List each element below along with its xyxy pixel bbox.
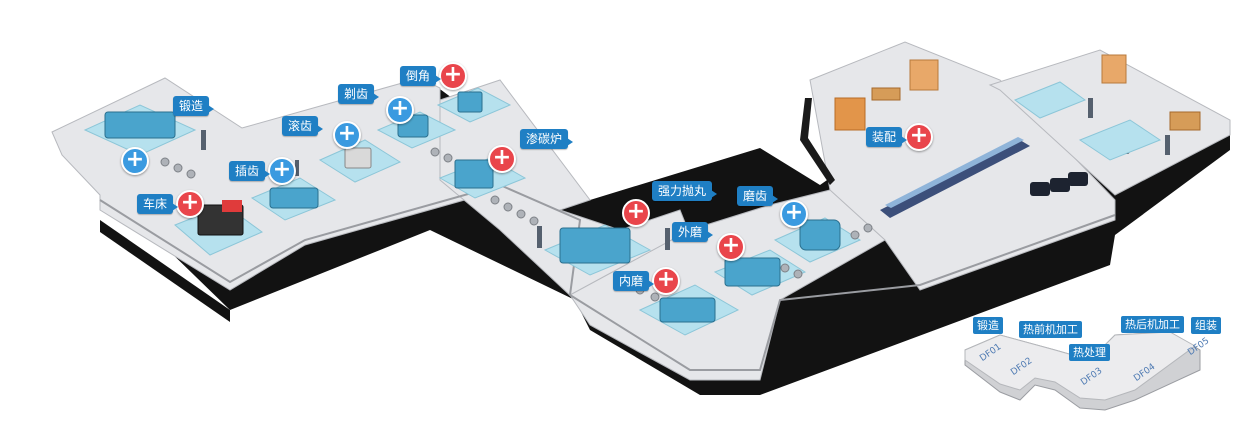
station-shot-peening[interactable]: 强力抛丸 (652, 181, 718, 201)
machine-hobbing (344, 147, 372, 169)
pallet (871, 87, 901, 101)
station-gear-shaping[interactable]: 插齿 + (229, 157, 297, 185)
conveyor-roller (780, 263, 790, 273)
station-carburizing[interactable]: 渗碳炉 (520, 129, 574, 149)
station-label: 强力抛丸 (652, 181, 718, 201)
assembly-conveyor-top (885, 137, 1024, 208)
assembly-platform (1013, 81, 1087, 119)
station-label: 锻造 (173, 96, 215, 116)
conveyor-roller (650, 292, 660, 302)
worker (665, 228, 670, 250)
station-forging[interactable]: 锻造 (173, 96, 215, 116)
gear-part (1050, 178, 1070, 192)
conveyor-roller (173, 163, 183, 173)
station-shaving[interactable]: 剃齿 (338, 84, 380, 104)
machine-gear-shaping (269, 187, 319, 209)
conveyor-roller (863, 223, 873, 233)
machine-gear-grinding (799, 219, 841, 251)
assembly-platform (1078, 119, 1162, 161)
station-label: 滚齿 (282, 116, 324, 136)
station-label: 外磨 (672, 222, 714, 242)
station-label: 渗碳炉 (520, 129, 574, 149)
machine-lathe-top (222, 200, 242, 212)
gear-part (1030, 182, 1050, 196)
assembly-conveyor (880, 140, 1030, 218)
minimap-label-assembly[interactable]: 组装 (1191, 317, 1221, 334)
station-label: 倒角 (400, 66, 442, 86)
pallet-boxes (834, 97, 866, 131)
station-label: 装配 (866, 127, 908, 147)
conveyor-roller (793, 269, 803, 279)
lathe-add-button[interactable]: + (176, 190, 205, 218)
station-label: 车床 (137, 194, 179, 214)
forging-add-button[interactable]: + (121, 147, 149, 175)
conveyor-roller (529, 216, 539, 226)
conveyor-roller (160, 157, 170, 167)
pallet (1169, 111, 1201, 131)
floor-shadow-left (100, 220, 230, 322)
gear-grinding-add-button[interactable]: + (780, 200, 808, 228)
machine-external-grinding (724, 257, 781, 287)
machine-carburizing (454, 159, 494, 189)
worker (537, 226, 542, 248)
shaving-add-button[interactable]: + (386, 96, 414, 124)
gear-part (1068, 172, 1088, 186)
minimap-floor (964, 331, 1201, 411)
station-label: 剃齿 (338, 84, 380, 104)
machine-shot-peening (559, 227, 631, 264)
station-chamfering[interactable]: 倒角 + (400, 62, 468, 90)
station-label: 插齿 (229, 161, 271, 181)
minimap-label-post-heat-machining[interactable]: 热后机加工 (1121, 316, 1184, 333)
wall (800, 98, 835, 185)
chamfering-add-button[interactable]: + (439, 62, 468, 90)
machine-forging (104, 111, 176, 139)
pallet-boxes (1101, 54, 1127, 84)
machine-chamfering (457, 91, 483, 113)
conveyor-roller (443, 153, 453, 163)
worker (295, 160, 299, 176)
assembly-add-button[interactable]: + (905, 123, 934, 151)
station-external-grinding[interactable]: 外磨 (672, 222, 714, 242)
floor-edge (99, 183, 1116, 371)
conveyor-roller (186, 169, 196, 179)
carburizing-add-button[interactable]: + (488, 145, 516, 173)
hobbing-add-button[interactable]: + (333, 121, 361, 149)
conveyor-roller (490, 195, 500, 205)
conveyor-roller (850, 230, 860, 240)
station-hobbing[interactable]: 滚齿 (282, 116, 324, 136)
worker (1165, 135, 1170, 155)
worker (1088, 98, 1093, 118)
conveyor-roller (430, 147, 440, 157)
internal-grinding-add-button[interactable]: + (652, 267, 681, 295)
pallet-boxes (909, 59, 939, 91)
station-assembly[interactable]: 装配 + (866, 123, 934, 151)
machine-lathe (197, 204, 244, 236)
conveyor-roller (503, 202, 513, 212)
minimap-label-forging[interactable]: 锻造 (973, 317, 1003, 334)
gear-shaping-add-button[interactable]: + (268, 157, 297, 185)
minimap-label-heat-treatment[interactable]: 热处理 (1069, 344, 1110, 361)
machine-internal-grinding (659, 297, 716, 323)
shot-peening-add-button[interactable]: + (622, 199, 650, 227)
conveyor-roller (516, 209, 526, 219)
minimap-label-pre-heat-machining[interactable]: 热前机加工 (1019, 321, 1082, 338)
external-grinding-add-button[interactable]: + (717, 233, 745, 261)
station-lathe[interactable]: 车床 + (137, 190, 205, 218)
station-internal-grinding[interactable]: 内磨 + (613, 267, 681, 295)
minimap[interactable]: 锻造 热前机加工 热处理 热后机加工 组装 DF01 DF02 DF03 DF0… (955, 310, 1235, 420)
worker (201, 130, 206, 150)
station-label: 内磨 (613, 271, 655, 291)
station-label: 磨齿 (737, 186, 779, 206)
station-gear-grinding[interactable]: 磨齿 (737, 186, 779, 206)
